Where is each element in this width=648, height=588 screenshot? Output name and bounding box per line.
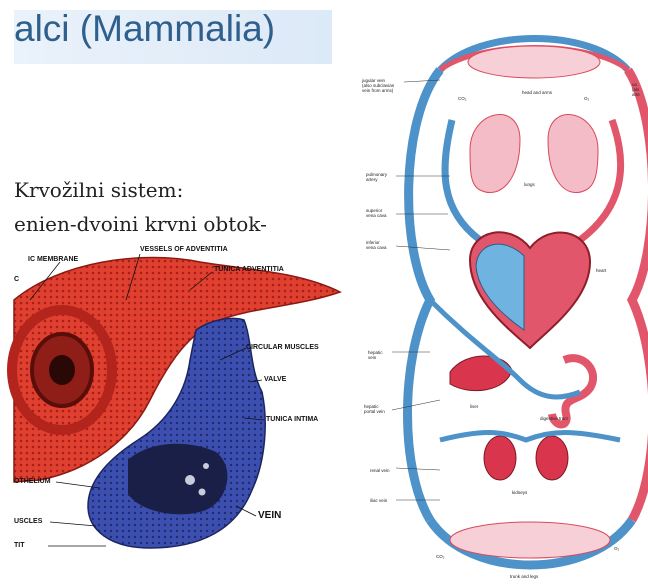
label-superior-vena-cava: superior vena cava: [366, 208, 387, 218]
label-trunk-legs: trunk and legs: [510, 574, 538, 579]
label-hepatic-vein: hepatic vein: [368, 350, 383, 360]
label-hepatic-portal-vein: hepatic portal vein: [364, 404, 385, 414]
trunk-legs-capillaries: [450, 522, 610, 558]
label-iliac-vein: iliac vein: [370, 498, 387, 503]
label-co2-bottom: CO₂: [436, 554, 445, 559]
label-digestive-tract: digestive tract: [540, 416, 568, 421]
left-kidney: [484, 436, 516, 480]
label-renal-vein: renal vein: [370, 468, 390, 473]
label-right-top-partial: ca (als arte: [632, 82, 640, 97]
label-kidneys: kidneys: [512, 490, 527, 495]
label-inferior-vena-cava: inferior vena cava: [366, 240, 387, 250]
label-lungs: lungs: [524, 182, 535, 187]
label-co2-top: CO₂: [458, 96, 467, 101]
right-kidney: [536, 436, 568, 480]
label-heart: heart: [596, 268, 606, 273]
label-head-arms: head and arms: [522, 90, 552, 95]
label-pulmonary-artery: pulmonary artery: [366, 172, 387, 182]
label-jugular-vein: jugular vein (also subclavian vein from …: [362, 78, 394, 93]
label-o2-top: O₂: [584, 96, 589, 101]
head-arms-capillaries: [468, 46, 600, 78]
label-liver: liver: [470, 404, 478, 409]
label-o2-bottom: O₂: [614, 546, 619, 551]
